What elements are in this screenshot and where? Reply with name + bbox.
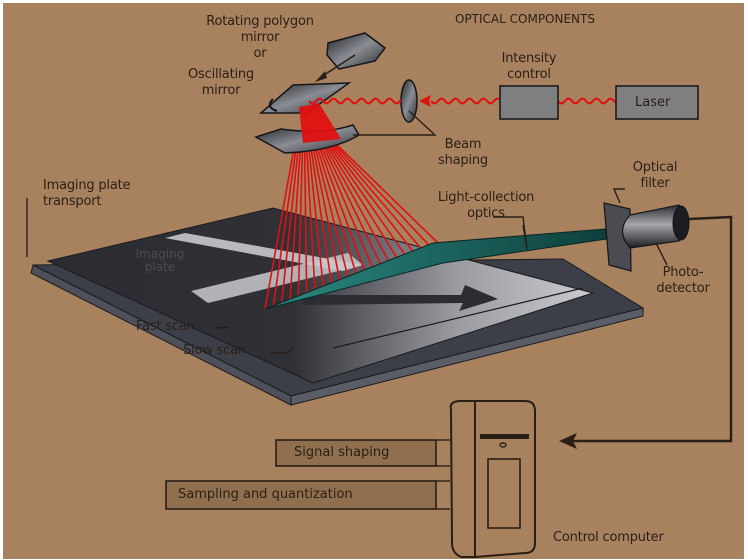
control-computer-label: Control computer xyxy=(553,530,664,545)
light-collection-line-1: Light-collection xyxy=(437,190,535,205)
fast-scan-label: Fast scan xyxy=(136,319,195,334)
photo-detector xyxy=(621,204,690,249)
laser-scan-ray xyxy=(307,142,325,288)
photo-detector-line-2: detector xyxy=(656,281,710,296)
laser-scan-fan xyxy=(264,142,441,310)
drive-slot xyxy=(480,434,529,439)
laser-beam-wave xyxy=(308,97,402,105)
imaging-plate-label: Imaging plate xyxy=(120,248,200,274)
laser-scan-ray xyxy=(315,142,358,276)
laser-beam-reflection xyxy=(299,103,341,143)
laser-scan-ray xyxy=(332,142,433,249)
laser-scan-ray xyxy=(319,142,375,270)
laser-beam-wave-2 xyxy=(430,97,500,105)
rotating-polygon-line-2: mirror xyxy=(240,30,280,45)
rotation-arrow-icon xyxy=(268,98,278,112)
diagram-svg xyxy=(26,32,733,558)
signal-shaping-box xyxy=(275,439,437,467)
transport-line-1: Imaging plate xyxy=(43,178,131,193)
laser-label: Laser xyxy=(635,95,671,110)
oscillating-mirror-label: Oscillating mirror xyxy=(171,67,271,99)
oscillating-mirror-line-2: mirror xyxy=(201,83,241,98)
laser-box xyxy=(615,85,699,120)
optical-filter-label: Optical filter xyxy=(620,160,690,192)
laser-arrow-icon xyxy=(419,95,431,107)
oscillating-mirror xyxy=(259,82,352,114)
cable-arrowhead-icon xyxy=(559,433,577,449)
photo-detector-label: Photo- detector xyxy=(643,265,723,297)
beam-shaping-leader xyxy=(353,110,437,136)
laser-scan-ray xyxy=(326,142,408,258)
rotating-polygon-line-3: or xyxy=(253,46,267,61)
detector-leader xyxy=(655,242,668,266)
imaging-plate-transport-label: Imaging plate transport xyxy=(43,178,130,210)
laser-scan-ray xyxy=(305,142,316,291)
laser-scan-ray xyxy=(272,142,298,307)
intensity-control-label: Intensity control xyxy=(493,51,565,83)
laser-scan-ray xyxy=(320,142,383,267)
transport-line-2: transport xyxy=(43,194,102,209)
scan-line xyxy=(332,287,584,349)
sampling-quantization-label: Sampling and quantization xyxy=(178,487,353,502)
beam-shaping-line-1: Beam xyxy=(444,137,482,152)
laser-scan-ray xyxy=(309,142,333,285)
laser-scan-ray xyxy=(289,142,302,300)
optical-filter xyxy=(603,202,632,272)
sampling-quantization-box xyxy=(165,480,437,510)
rotating-polygon-label: Rotating polygon mirror or xyxy=(195,14,325,62)
laser-beam-wave-3 xyxy=(557,97,617,105)
control-computer xyxy=(449,400,536,558)
rotating-polygon-line-1: Rotating polygon xyxy=(206,14,314,29)
slow-scan-direction-arrow xyxy=(303,285,498,311)
signal-shaping-label: Signal shaping xyxy=(294,445,390,460)
imaging-plate xyxy=(46,207,595,384)
intensity-control-box xyxy=(499,85,559,120)
optical-filter-line-1: Optical xyxy=(632,160,678,175)
polygon-arrow-icon xyxy=(315,71,327,82)
laser-scan-ray xyxy=(322,142,391,264)
power-button-icon xyxy=(499,442,507,448)
beam-shaping-line-2: shaping xyxy=(438,153,488,168)
laser-scan-ray xyxy=(328,142,416,255)
signal-cable xyxy=(573,215,733,443)
laser-scan-ray xyxy=(264,142,296,310)
intensity-control-line-1: Intensity xyxy=(501,51,557,66)
laser-scan-ray xyxy=(317,142,366,273)
rotating-polygon-mirror xyxy=(326,32,387,70)
slow-scan-leader xyxy=(270,346,294,354)
laser-scan-ray xyxy=(280,142,300,303)
photo-detector-line-1: Photo- xyxy=(662,265,704,280)
laser-scan-ray xyxy=(334,142,441,246)
optical-filter-line-2: filter xyxy=(640,176,670,191)
light-collection-label: Light-collection optics xyxy=(416,190,556,222)
oscillating-mirror-line-1: Oscillating xyxy=(188,67,254,82)
diagram-canvas: OPTICAL COMPONENTS Rotating polygon mirr… xyxy=(3,3,744,559)
optics-leader xyxy=(493,216,528,250)
imaging-plate-line-1: Imaging xyxy=(135,247,185,261)
diagram-title: OPTICAL COMPONENTS xyxy=(455,12,595,26)
intensity-control-line-2: control xyxy=(507,67,551,82)
light-collection-line-2: optics xyxy=(467,206,505,221)
slow-scan-label: Slow scan xyxy=(183,343,246,358)
laser-scan-ray xyxy=(297,142,304,297)
filter-leader xyxy=(612,188,625,204)
drive-bay xyxy=(487,458,521,529)
laser-scan-ray xyxy=(313,142,350,279)
laser-scan-ray xyxy=(311,142,341,282)
imaging-plate-line-2: plate xyxy=(144,260,176,274)
laser-scan-ray xyxy=(330,142,424,252)
fast-scan-leader xyxy=(214,326,230,329)
laser-scan-ray xyxy=(303,142,308,294)
beam-shaping-label: Beam shaping xyxy=(423,137,503,169)
laser-scan-ray xyxy=(324,142,400,261)
